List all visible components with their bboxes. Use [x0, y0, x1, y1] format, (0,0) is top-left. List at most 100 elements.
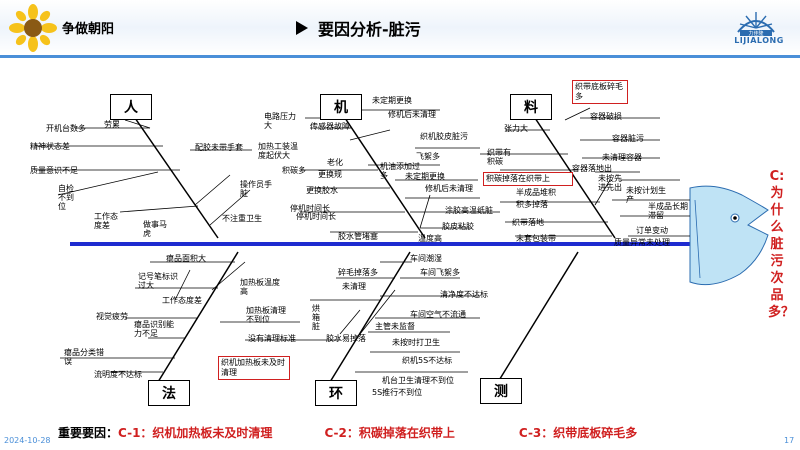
brand-name: LIJIALONG — [734, 36, 784, 45]
cause-liao-10: 积多掉落 — [516, 200, 548, 209]
cause-liao-8: 未按计划生产 — [626, 186, 666, 204]
bone-ren — [134, 117, 219, 239]
cause-liao-15: 未套包装带 — [516, 234, 556, 243]
cause-ren-2: 劳累 — [104, 120, 120, 129]
cause-fa-8: 加热板温度高 — [240, 278, 280, 296]
category-huan: 环 — [315, 380, 357, 406]
brand-logo-icon: 力佳隆 — [737, 12, 775, 37]
cause-huan-8: 车间空气不流通 — [410, 310, 466, 319]
cause-huan-6: 车间飞絮多 — [420, 268, 460, 277]
fishbone-diagram — [35, 107, 769, 383]
cause-huan-13: 5S推行不到位 — [372, 388, 423, 397]
cause-ji-4: 老化 — [327, 158, 343, 167]
header-slogan: 争做朝阳 — [62, 22, 115, 37]
brand-mark: 力佳隆 — [748, 30, 763, 37]
cause-ji-3: 积碳多 — [282, 166, 306, 175]
category-fa: 法 — [148, 380, 190, 406]
cause-ji-17: 涂胶高温纸脏 — [445, 206, 493, 215]
cause-ji-8: 停机时间长 — [296, 212, 336, 221]
page-number: 17 — [784, 436, 795, 445]
cause-ren-4: 质量意识不足 — [30, 166, 78, 175]
cause-huan-11: 织机5S不达标 — [402, 356, 453, 365]
cause-fa-3: 工作态度差 — [162, 296, 202, 305]
cause-ren-6: 工作态度差 — [94, 212, 118, 230]
cause-liao-5: 未清理容器 — [602, 153, 642, 162]
cause-ji-18: 胶皮粘胶 — [442, 222, 474, 231]
cause-ji-2: 传感器故障 — [310, 122, 350, 131]
bone-liao — [534, 117, 616, 239]
cause-huan-2: 未清理 — [342, 282, 366, 291]
cause-huan-7: 清净度不达标 — [440, 290, 488, 299]
sun-flower-icon — [9, 4, 57, 52]
cause-liao-14: 质量异常未处理 — [614, 238, 670, 247]
cause-huan-5: 车间潮湿 — [410, 254, 442, 263]
cause-ji-11: 修机后未清理 — [388, 110, 436, 119]
cause-liao-3: 容器破损 — [590, 112, 622, 121]
cause-ren-8: 配胶未带手套 — [195, 143, 243, 152]
header-divider — [0, 55, 800, 58]
cause-fa-5: 瘪品识别能力不足 — [134, 320, 174, 338]
category-liao: 料 — [510, 94, 552, 120]
cause-ren-11: 不注重卫生 — [222, 214, 262, 223]
summary-c3: C-3：织带底板碎毛多 — [518, 426, 638, 440]
cause-liao-4: 容器脏污 — [612, 134, 644, 143]
cause-ji-7: 停机时间长 — [290, 204, 330, 213]
cause-ji-1: 电路压力大 — [264, 112, 296, 130]
cause-liao-11: 半成品长期滞留 — [648, 202, 688, 220]
cause-ji-13: 飞絮多 — [416, 152, 440, 161]
page-title-text: 要因分析-脏污 — [318, 20, 421, 39]
cause-liao-2: 织带有积碳 — [487, 148, 511, 166]
cause-fa-7: 流明度不达标 — [94, 370, 142, 379]
highlight-liao-top: 织带底板碎毛多 — [572, 80, 628, 104]
cause-liao-6: 容器落地出 — [572, 164, 612, 173]
cause-ren-5: 自检不到位 — [58, 184, 74, 211]
cause-huan-3: 烘箱脏 — [312, 304, 320, 331]
summary-prefix: 重要要因： — [58, 426, 119, 440]
cause-liao-1: 张力大 — [504, 124, 528, 133]
cause-ji-14: 机油添加过多 — [380, 162, 420, 180]
cause-fa-1: 瘪品面积大 — [166, 254, 206, 263]
cause-huan-4: 胶水易掉落 — [326, 334, 366, 343]
cause-ren-7: 做事马虎 — [143, 220, 167, 238]
cause-huan-10: 未按时打卫生 — [392, 338, 440, 347]
cause-ji-6: 更换胶水 — [306, 186, 338, 195]
cause-ji-15: 未定期更换 — [405, 172, 445, 181]
cause-liao-9: 半成品堆积 — [516, 188, 556, 197]
cause-huan-9: 主管未监督 — [375, 322, 415, 331]
title-arrow-icon — [296, 21, 308, 35]
summary-c1: C-1：织机加热板未及时清理 — [118, 426, 273, 440]
summary-line: 重要要因：C-1：织机加热板未及时清理 C-2：积碳掉落在织带上 C-3：织带底板碎… — [58, 424, 637, 441]
cause-ren-10: 操作员手脏 — [240, 180, 272, 198]
cause-liao-12: 织带落地 — [512, 218, 544, 227]
cause-fa-4: 视觉疲劳 — [96, 312, 128, 321]
page-title: 要因分析-脏污 — [296, 16, 421, 40]
header-band — [0, 0, 800, 55]
cause-ji-12: 织机胶皮脏污 — [420, 132, 468, 141]
highlight-fa: 织机加热板未及时清理 — [218, 356, 290, 380]
bone-fa — [157, 251, 239, 383]
cause-ren-1: 开机台数多 — [46, 124, 86, 133]
cause-ren-3: 精神状态差 — [30, 142, 70, 151]
cause-ji-16: 修机后未清理 — [425, 184, 473, 193]
cause-fa-6: 瘪品分类错误 — [64, 348, 104, 366]
footer-date: 2024-10-28 — [4, 436, 51, 445]
cause-liao-7: 未按先进先出 — [598, 174, 622, 192]
cause-liao-13: 订单变动 — [636, 226, 668, 235]
cause-huan-1: 碎毛掉落多 — [338, 268, 378, 277]
cause-huan-12: 机台卫生清理不到位 — [382, 376, 454, 385]
cause-ji-19: 温度高 — [418, 234, 442, 243]
fish-head-icon — [689, 185, 769, 286]
cause-ji-10: 未定期更换 — [372, 96, 412, 105]
cause-fa-2: 记号笔标识过大 — [138, 272, 178, 290]
bone-ce — [497, 251, 579, 383]
cause-ji-5: 更换规 — [318, 170, 342, 179]
problem-statement: C:为什么脏污次品多？ — [768, 169, 795, 320]
category-ji: 机 — [320, 94, 362, 120]
cause-fa-10: 没有清理标准 — [248, 334, 296, 343]
category-ce: 测 — [480, 378, 522, 404]
summary-c2: C-2：积碳掉落在织带上 — [324, 426, 455, 440]
cause-ji-9: 胶水管堵塞 — [338, 232, 378, 241]
category-ren: 人 — [110, 94, 152, 120]
bone-huan — [329, 251, 411, 383]
cause-fa-9: 加热板清理不到位 — [246, 306, 286, 324]
